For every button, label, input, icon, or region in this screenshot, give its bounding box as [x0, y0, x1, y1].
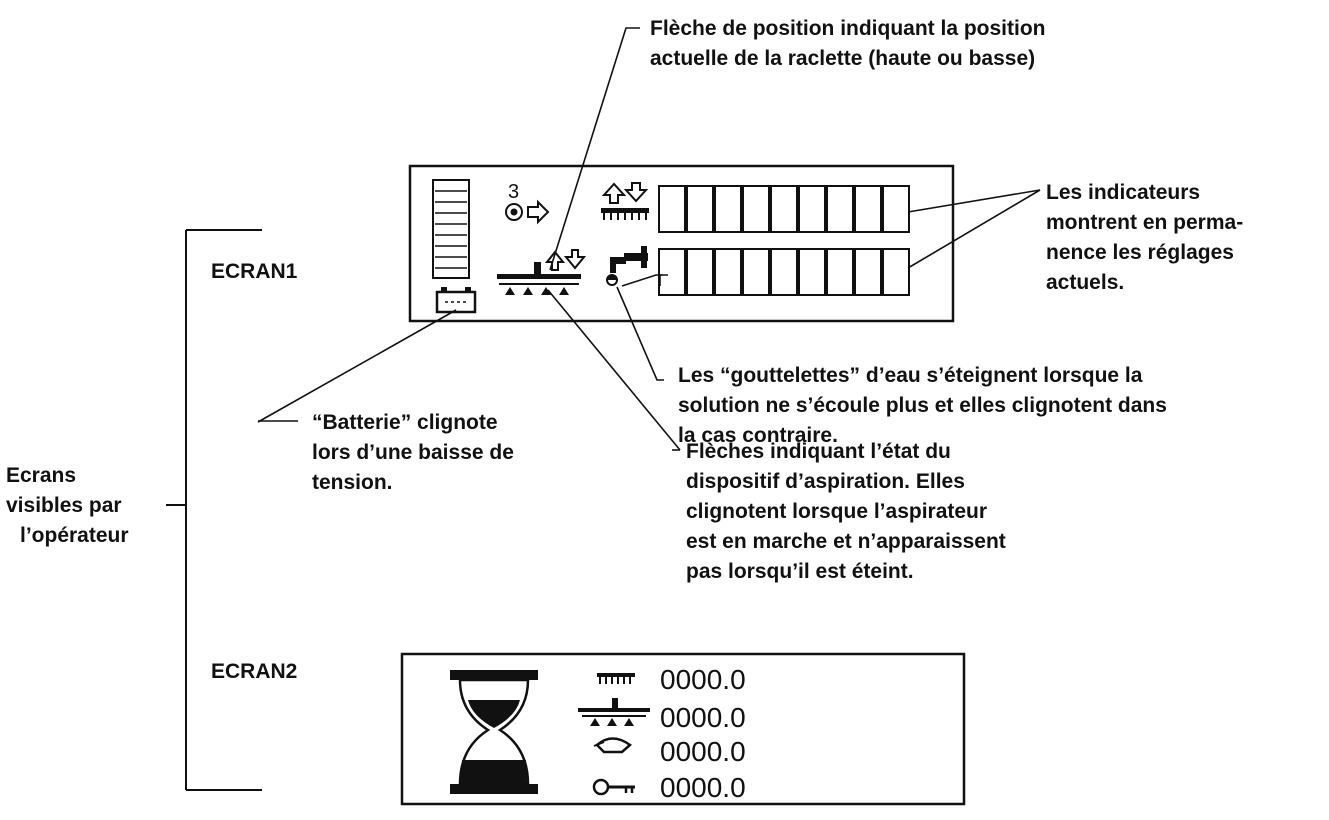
indicators-line-4: actuels.	[1046, 271, 1125, 294]
operator-screens-line-3: l’opérateur	[20, 524, 129, 547]
water-droplet-icon	[606, 274, 618, 286]
battery-callout: “Batterie” clignote lors d’une baisse de…	[312, 408, 514, 498]
squeegee-hours-icon	[578, 698, 650, 726]
battery-line-3: tension.	[312, 471, 393, 494]
hourglass-icon	[450, 670, 538, 794]
brush-pressure-indicator-bar	[658, 185, 910, 233]
droplets-line-3: la cas contraire.	[678, 424, 838, 447]
aspiration-line-2: dispositif d’aspiration. Elles	[686, 470, 965, 493]
aspiration-line-4: est en marche et n’apparaissent	[686, 530, 1006, 553]
screen2-panel: 0000.0 0000.0 0000.0 0000.0	[400, 652, 966, 806]
aspiration-line-3: clignotent lorsque l’aspirateur	[686, 500, 988, 523]
key-hours-icon	[592, 778, 635, 796]
operator-screens-label: Ecrans visibles par l’opérateur	[6, 461, 129, 551]
pump-hours-icon	[593, 737, 633, 754]
indicators-line-3: nence les réglages	[1046, 241, 1234, 264]
aspiration-line-1: Flèches indiquant l’état du	[686, 440, 951, 463]
battery-line-1: “Batterie” clignote	[312, 411, 498, 434]
speed-knob-arrow-icon	[505, 199, 550, 225]
squeegee-hours-readout: 0000.0	[660, 702, 746, 733]
indicators-callout: Les indicateurs montrent en perma- nence…	[1046, 178, 1243, 298]
brush-icon	[601, 208, 649, 220]
battery-icon	[435, 287, 477, 314]
battery-level-bar-icon	[432, 179, 470, 279]
aspiration-line-5: pas lorsqu’il est éteint.	[686, 560, 914, 583]
vacuum-squeegee-icon	[497, 262, 581, 295]
squeegee-position-callout: Flèche de position indiquant la position…	[650, 14, 1046, 74]
key-hours-readout: 0000.0	[660, 772, 746, 803]
solution-flow-indicator-bar	[658, 248, 910, 296]
squeegee-position-line-2: actuelle de la raclette (haute ou basse)	[650, 47, 1036, 70]
speed-digit: 3	[508, 181, 519, 203]
droplets-line-2: solution ne s’écoule plus et elles clign…	[678, 394, 1167, 417]
operator-screens-line-1: Ecrans	[6, 464, 77, 487]
ecran2-label: ECRAN2	[211, 660, 298, 683]
ecran1-label: ECRAN1	[211, 260, 298, 283]
battery-line-2: lors d’une baisse de	[312, 441, 514, 464]
operator-screens-line-2: visibles par	[6, 494, 122, 517]
pump-hours-readout: 0000.0	[660, 736, 746, 767]
droplets-callout: Les “gouttelettes” d’eau s’éteignent lor…	[678, 361, 1167, 451]
squeegee-position-line-1: Flèche de position indiquant la position	[650, 17, 1046, 40]
droplet-leader-line	[616, 286, 664, 381]
operator-screens-bracket	[166, 229, 262, 791]
droplets-line-1: Les “gouttelettes” d’eau s’éteignent lor…	[678, 364, 1143, 387]
brush-hours-icon	[597, 673, 635, 684]
aspiration-callout: Flèches indiquant l’état du dispositif d…	[686, 437, 1006, 587]
screen1-panel	[408, 164, 955, 323]
brush-hours-readout: 0000.0	[660, 664, 746, 695]
leader-lines	[257, 27, 1041, 451]
indicators-line-1: Les indicateurs	[1046, 181, 1201, 204]
indicators-line-2: montrent en perma-	[1046, 211, 1244, 234]
water-faucet-icon	[610, 246, 648, 273]
brush-up-down-arrows-icon	[601, 182, 649, 204]
